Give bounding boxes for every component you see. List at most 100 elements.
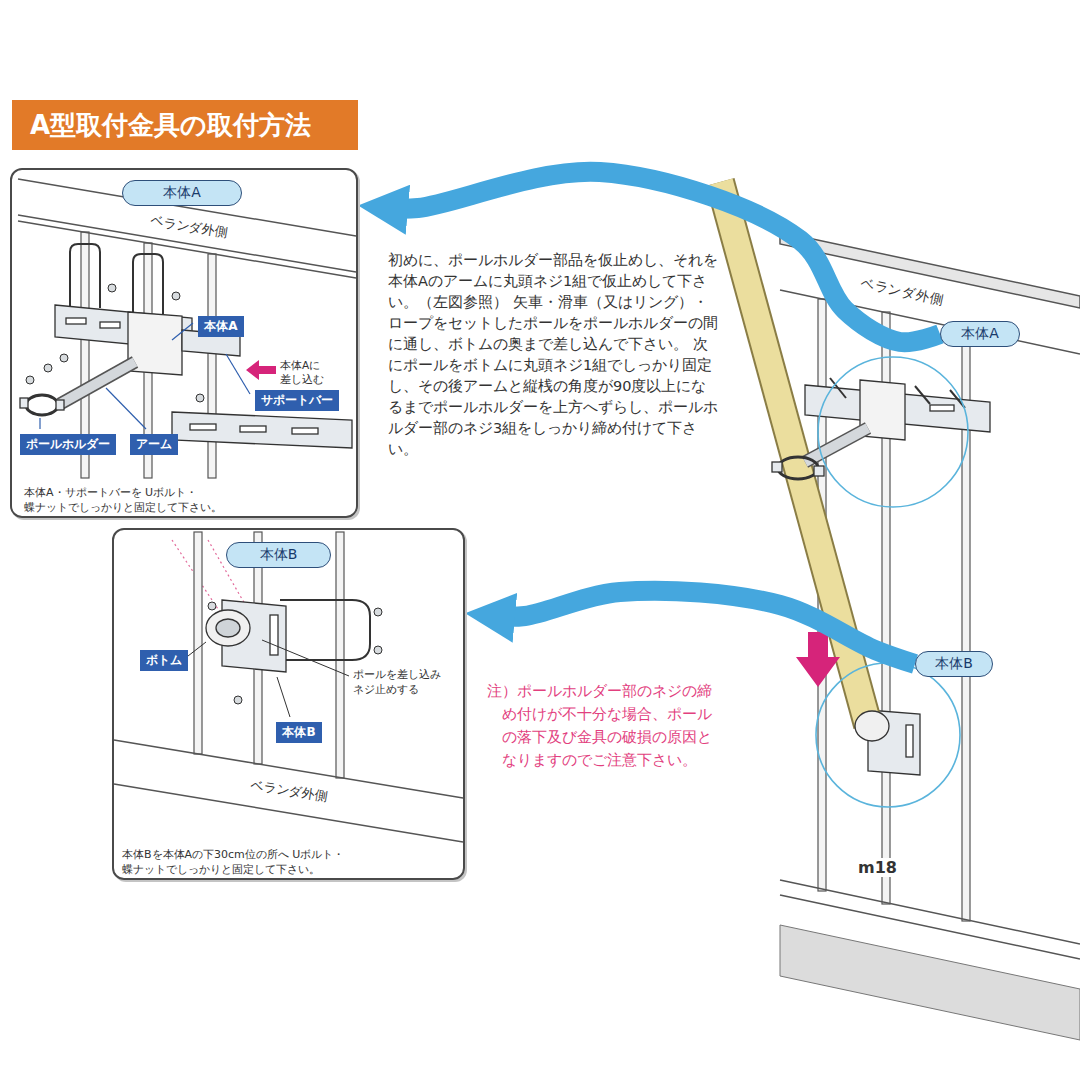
tag-label: アーム bbox=[136, 436, 172, 453]
arm-tube bbox=[805, 428, 868, 462]
tag-label: ボトム bbox=[146, 652, 182, 669]
tag-label: サポートバー bbox=[261, 392, 333, 409]
view-bubble: 本体A bbox=[940, 321, 1020, 347]
wing-nut bbox=[26, 284, 204, 402]
bracket-part bbox=[206, 610, 250, 646]
model-code: m18 bbox=[856, 858, 899, 877]
detail-circle bbox=[816, 357, 968, 807]
bracket-part bbox=[216, 619, 240, 637]
insert-note: 本体Aに 差し込む bbox=[280, 358, 344, 386]
tag-label: 本体A bbox=[204, 318, 237, 335]
bracket-part bbox=[292, 428, 318, 434]
detail-circle bbox=[816, 663, 960, 807]
threaded-rod bbox=[915, 386, 930, 404]
leader-line bbox=[188, 640, 349, 717]
railing-bar bbox=[194, 532, 344, 778]
u-bolt bbox=[133, 254, 163, 314]
part-tag: ボトム bbox=[140, 650, 188, 671]
wing-nut bbox=[374, 646, 382, 654]
railing-rail bbox=[18, 179, 356, 278]
bracket-part bbox=[240, 426, 266, 432]
pole-holder bbox=[778, 457, 818, 479]
caution-note: 注）ポールホルダー部のネジの締め付けが不十分な場合、ポールの落下及び金具の破損の… bbox=[487, 680, 719, 772]
bracket-part bbox=[66, 318, 86, 324]
floor-band bbox=[780, 925, 1080, 1040]
railing-bar bbox=[336, 532, 344, 778]
leader-line bbox=[106, 388, 146, 429]
bracket-part bbox=[100, 322, 120, 328]
wing-nut bbox=[60, 354, 68, 362]
view-bubble: 本体A bbox=[122, 180, 242, 206]
wing-nut bbox=[26, 376, 34, 384]
insert-note: ポールを差し込み ネジ止めする bbox=[353, 668, 461, 698]
bracket-part bbox=[190, 424, 216, 430]
u-bolt bbox=[280, 600, 370, 660]
u-bolt bbox=[280, 600, 370, 660]
part-tag: サポートバー bbox=[255, 390, 339, 411]
arm-tube bbox=[805, 428, 868, 462]
pole-holder bbox=[814, 466, 824, 476]
arm-tube bbox=[805, 428, 868, 462]
wing-nut bbox=[234, 696, 242, 704]
part-tag: アーム bbox=[130, 434, 178, 455]
railing-bar bbox=[194, 532, 202, 754]
railing-label: ベランダ外側 bbox=[249, 776, 329, 806]
instruction-text: 初めに、ポールホルダー部品を仮止めし、それを本体Aのアームに丸頭ネジ1組で仮止め… bbox=[388, 250, 718, 460]
u-bolt bbox=[70, 244, 100, 308]
bracket-part bbox=[172, 412, 352, 448]
leader-line bbox=[226, 354, 250, 394]
railing-bar bbox=[208, 254, 216, 478]
bracket-part bbox=[906, 725, 913, 757]
part-tag: 本体B bbox=[276, 722, 322, 743]
bubble-label: 本体B bbox=[935, 655, 973, 673]
pole-holder bbox=[56, 400, 64, 410]
part-tag: 本体A bbox=[198, 316, 244, 337]
railing-rail bbox=[114, 740, 463, 842]
arm-tube bbox=[60, 362, 135, 404]
pole-holder bbox=[20, 395, 64, 415]
bracket-part bbox=[930, 405, 954, 411]
pole-holder bbox=[20, 398, 28, 408]
arm-tube bbox=[60, 362, 135, 404]
detail-panel: 本体Bを本体Aの下30cm位の所へ Uボルト・蝶ナットでしっかりと固定して下さい… bbox=[112, 528, 465, 880]
pole-holder bbox=[26, 395, 58, 415]
wing-nut bbox=[172, 292, 180, 300]
leader-line bbox=[172, 323, 193, 340]
bracket-part bbox=[270, 615, 278, 655]
bracket-part bbox=[206, 600, 286, 672]
wing-nut bbox=[208, 602, 216, 610]
threaded-rod bbox=[830, 378, 965, 408]
insert-arrow bbox=[246, 360, 276, 380]
pointer-arrow bbox=[495, 591, 915, 664]
leader-line bbox=[39, 418, 40, 429]
tag-label: ポールホルダー bbox=[26, 436, 110, 453]
bubble-label: 本体A bbox=[961, 325, 999, 343]
u-bolt bbox=[70, 244, 163, 314]
arm-tube bbox=[60, 362, 135, 404]
view-bubble: 本体B bbox=[226, 542, 331, 568]
leader-line bbox=[188, 642, 206, 656]
leader-line bbox=[277, 677, 290, 717]
caption-text: 本体A・サポートバーを Uボルト・蝶ナットでしっかりと固定して下さい。 bbox=[24, 486, 324, 516]
title-banner: A型取付金具の取付方法 bbox=[12, 100, 358, 150]
caption-text: 本体Bを本体Aの下30cm位の所へ Uボルト・蝶ナットでしっかりと固定して下さい… bbox=[122, 848, 452, 878]
leader-line bbox=[262, 640, 349, 676]
bubble-label: 本体A bbox=[163, 184, 201, 202]
tag-label: 本体B bbox=[282, 724, 315, 741]
bracket-part bbox=[55, 305, 352, 448]
wing-nut bbox=[44, 364, 52, 372]
wing-nut bbox=[196, 394, 204, 402]
bubble-label: 本体B bbox=[260, 546, 298, 564]
detail-circle bbox=[818, 357, 968, 507]
railing-label: ベランダ外側 bbox=[859, 274, 945, 309]
title-text: A型取付金具の取付方法 bbox=[30, 108, 311, 143]
pole-holder bbox=[855, 711, 889, 741]
down-arrow bbox=[796, 632, 840, 687]
wing-nut bbox=[108, 284, 116, 292]
railing-label: ベランダ外側 bbox=[149, 212, 229, 243]
part-tag: ポールホルダー bbox=[20, 434, 116, 455]
wing-nut bbox=[374, 608, 382, 616]
